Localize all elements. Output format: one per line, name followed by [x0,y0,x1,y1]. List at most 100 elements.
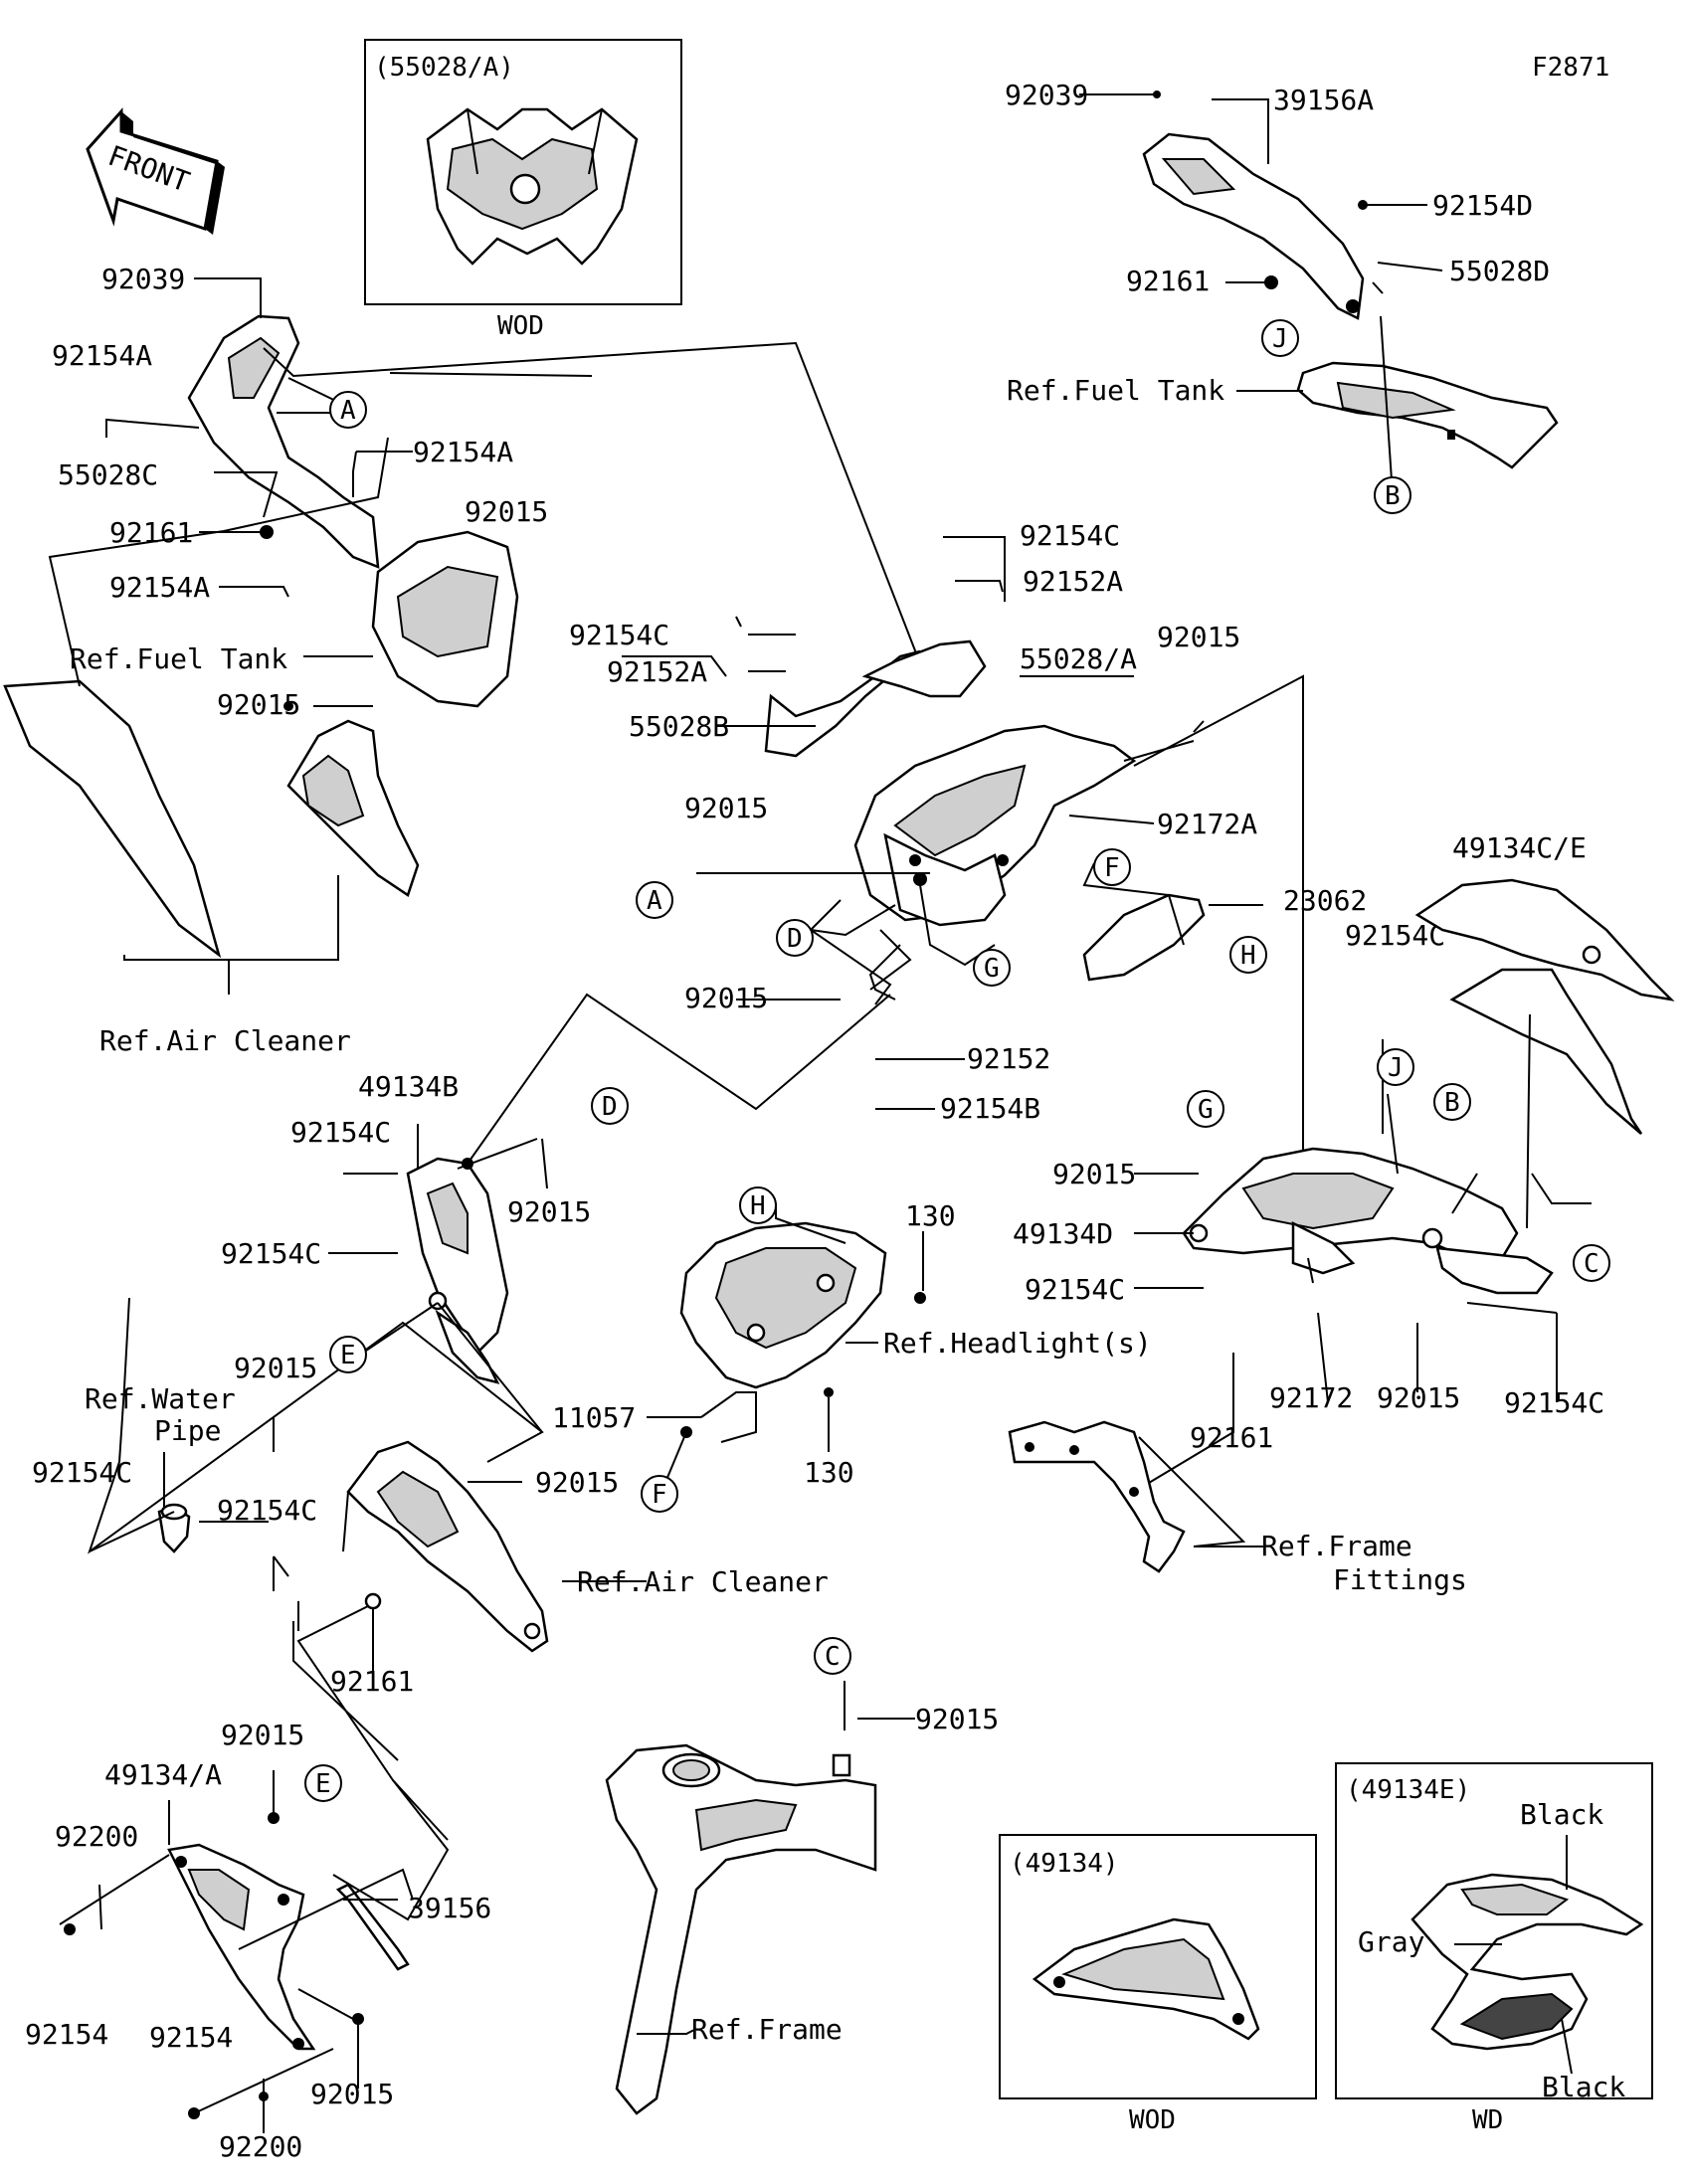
label-ref-air-cleaner-top: Ref.Air Cleaner [99,1024,351,1057]
svg-text:B: B [1444,1088,1460,1118]
label-92172: 92172 [1269,1381,1353,1414]
center-upper-cowl-group [764,639,1206,982]
label-55028c: 55028C [58,458,158,491]
inset-box3-caption: WD [1472,2105,1503,2135]
label-ref-air-cleaner-bottom: Ref.Air Cleaner [577,1565,829,1598]
label-92154c-3: 92154C [1345,919,1445,952]
callout-a-center: A [636,881,673,919]
svg-text:C: C [1584,1249,1599,1279]
callout-h-center: H [1229,936,1267,974]
label-39156: 39156 [408,1892,491,1924]
label-130-a: 130 [905,1199,956,1232]
svg-text:F: F [1104,853,1120,883]
label-55028d: 55028D [1449,255,1550,287]
callout-b-top: B [1374,476,1411,514]
left-side-cover-group [3,314,519,959]
side-panel-inset-part [1032,1917,1260,2041]
label-92154c-1: 92154C [569,619,669,651]
label-ref-water-pipe-1: Ref.Water [85,1382,236,1415]
frame-fittings-part [1008,1420,1186,1573]
label-92200-a: 92200 [55,1820,138,1853]
label-92015-c: 92015 [1157,621,1240,653]
label-92015-g: 92015 [1377,1381,1460,1414]
label-ref-frame-fittings-1: Ref.Frame [1261,1530,1412,1562]
water-pipe-part [157,1503,191,1553]
svg-text:D: D [602,1092,618,1122]
label-92039-left: 92039 [101,263,185,295]
svg-text:B: B [1385,481,1401,511]
headlight-group [679,1221,926,1397]
svg-text:D: D [787,924,803,954]
label-49134b: 49134B [358,1070,459,1103]
label-92015-f: 92015 [1052,1158,1136,1190]
callout-b-right: B [1433,1083,1471,1121]
callout-a-top: A [329,391,367,429]
label-92015-i: 92015 [234,1352,317,1384]
label-23062: 23062 [1283,884,1367,917]
label-130-b: 130 [804,1456,854,1489]
label-92015-k: 92015 [915,1703,999,1735]
label-92152a-1: 92152A [607,655,707,688]
bottom-left-panel-group [167,1843,410,2051]
label-92154c-4: 92154C [1025,1273,1125,1306]
label-92161-bottom: 92161 [330,1665,414,1698]
label-92154a-1: 92154A [52,339,152,372]
inset-box-55028a: (55028/A) WOD [364,39,682,341]
label-39156a: 39156A [1273,84,1374,116]
svg-text:C: C [825,1642,841,1672]
callout-e-bottom: E [304,1764,342,1802]
label-92154c-7: 92154C [221,1237,321,1270]
label-49134a: 49134/A [104,1758,222,1791]
svg-text:G: G [984,954,1000,984]
inset-box2-caption: WOD [1129,2105,1176,2135]
callout-c-frame: C [814,1637,851,1675]
inset-box1-caption: WOD [497,311,544,341]
label-92154a-3: 92154A [109,571,210,604]
callout-circles: A D G F H J B J B G C D E H F C E A [304,319,1610,1802]
label-ref-water-pipe-2: Pipe [154,1414,221,1447]
callout-d-center: D [776,919,814,957]
front-arrow-icon: FRONT [86,107,225,235]
svg-text:J: J [1388,1053,1404,1083]
svg-text:A: A [340,396,356,426]
svg-text:H: H [750,1191,766,1221]
inset-box3-gray: Gray [1358,1925,1424,1958]
label-92161-left: 92161 [109,516,193,549]
label-92154c-2: 92154C [1020,519,1120,552]
svg-text:H: H [1240,941,1256,971]
inset-box3-black-top: Black [1520,1798,1603,1831]
frame-part [605,1743,877,2115]
inset-box-49134: (49134) WOD [999,1834,1317,2135]
label-92154c-8: 92154C [32,1456,132,1489]
label-ref-frame: Ref.Frame [691,2013,843,2046]
label-92015-d: 92015 [684,792,768,824]
label-ref-fuel-tank-left: Ref.Fuel Tank [70,642,287,675]
label-92200-b: 92200 [219,2130,302,2163]
label-92154c-6: 92154C [290,1116,391,1149]
upper-cowl-inset-part [426,107,639,266]
label-49134d: 49134D [1013,1217,1113,1250]
top-right-cover-group [1142,132,1559,469]
inset-box2-title: (49134) [1010,1849,1119,1879]
callout-j-top: J [1261,319,1299,357]
label-92161-right: 92161 [1190,1421,1273,1454]
figure-id: F2871 [1532,53,1609,83]
inset-box1-title: (55028/A) [374,53,514,83]
callout-e-left: E [329,1336,367,1373]
svg-text:G: G [1198,1095,1214,1125]
label-92154b: 92154B [940,1092,1040,1125]
callout-c-right: C [1573,1244,1610,1282]
right-cowl-group [1182,878,1675,1295]
label-92015-e: 92015 [684,982,768,1014]
label-92152: 92152 [967,1042,1050,1075]
inset-box-49134e: (49134E) WD Black Gray Black [1335,1762,1653,2135]
svg-text:E: E [340,1341,356,1370]
label-92154-b: 92154 [149,2021,233,2054]
label-92154-a: 92154 [25,2018,108,2051]
svg-text:A: A [647,886,662,916]
label-92172a: 92172A [1157,808,1257,840]
label-ref-headlights: Ref.Headlight(s) [883,1327,1152,1360]
side-cover-wd-inset-part [1410,1873,1644,2051]
callout-j-right: J [1377,1048,1414,1086]
